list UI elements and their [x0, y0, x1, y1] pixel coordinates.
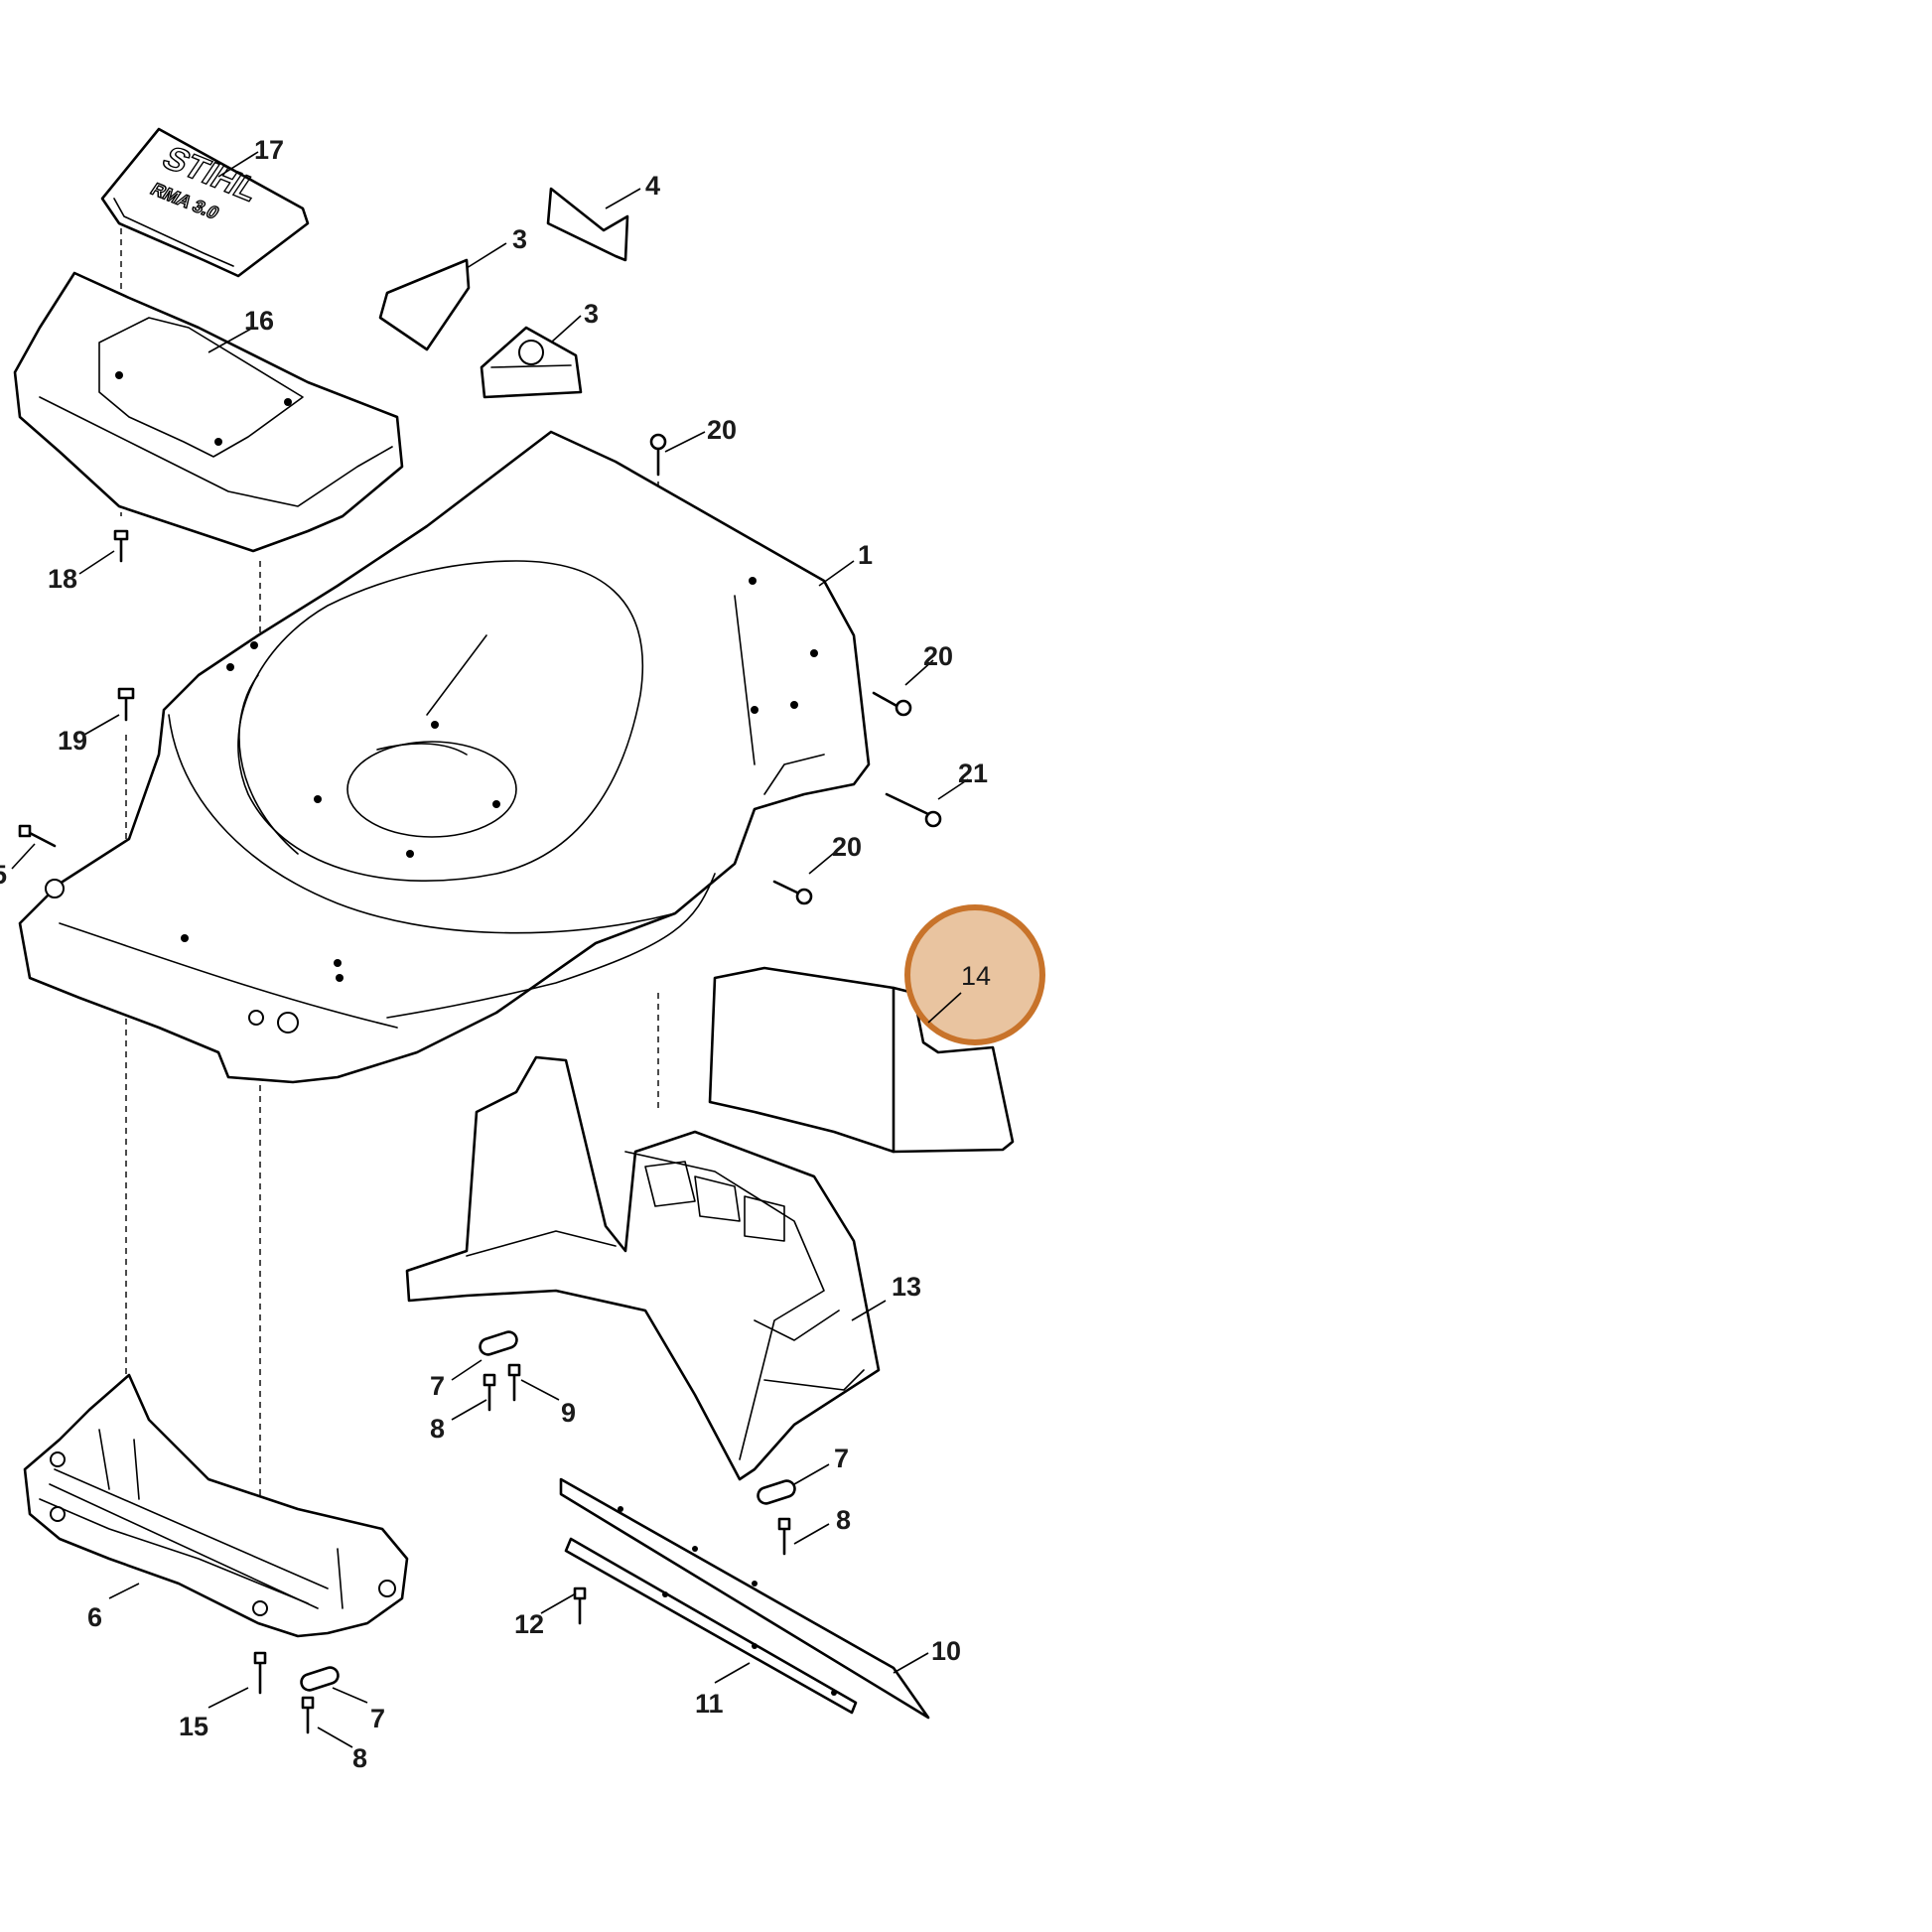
callout-8-bottom: 8: [352, 1743, 367, 1773]
part-13-discharge-chute: [405, 1055, 881, 1481]
callout-13: 13: [892, 1272, 921, 1302]
fasteners: [18, 433, 942, 1734]
emblem-icon: [518, 340, 544, 365]
callout-20-lower: 20: [832, 832, 862, 862]
callout-20-top: 20: [707, 415, 737, 445]
part-10-strip: [559, 1477, 930, 1720]
part-6-rear-housing: [23, 1373, 409, 1638]
callout-1: 1: [858, 540, 873, 570]
callout-5: 5: [0, 860, 7, 890]
callout-18: 18: [48, 564, 77, 594]
callout-11: 11: [695, 1689, 724, 1719]
callout-7-bottom: 7: [370, 1704, 385, 1733]
part-1-mower-deck: [18, 430, 871, 1084]
part-3-emblem-block: [480, 326, 583, 399]
part-4-label: [546, 187, 629, 262]
callout-8-mid: 8: [430, 1414, 445, 1444]
highlight-circle: [904, 904, 1045, 1045]
callout-4: 4: [645, 171, 660, 201]
callout-8-right: 8: [836, 1505, 851, 1535]
part-16-front-cover: [13, 271, 404, 553]
callout-16: 16: [244, 306, 274, 336]
callout-20-right: 20: [923, 641, 953, 671]
part-11-strip: [564, 1537, 858, 1715]
callout-7-mid: 7: [430, 1371, 445, 1401]
callout-7-right: 7: [834, 1444, 849, 1473]
callout-9: 9: [561, 1398, 576, 1428]
callout-3-emblem: 3: [584, 299, 599, 329]
callout-10: 10: [931, 1636, 961, 1666]
callout-21: 21: [958, 759, 988, 788]
callout-19: 19: [58, 726, 87, 756]
callout-3-triangle: 3: [512, 224, 527, 254]
callout-6: 6: [87, 1602, 102, 1632]
part-14-side-guard: [708, 966, 1015, 1154]
callout-numbers: 17 4 3 3 16 20 1 20 21 20 18 19 5 14 13 …: [0, 135, 991, 1773]
callout-17: 17: [254, 135, 284, 165]
callout-15: 15: [179, 1712, 208, 1741]
callout-14: 14: [961, 961, 991, 991]
part-3-triangle-plate: [378, 258, 471, 351]
callout-12: 12: [514, 1609, 544, 1639]
